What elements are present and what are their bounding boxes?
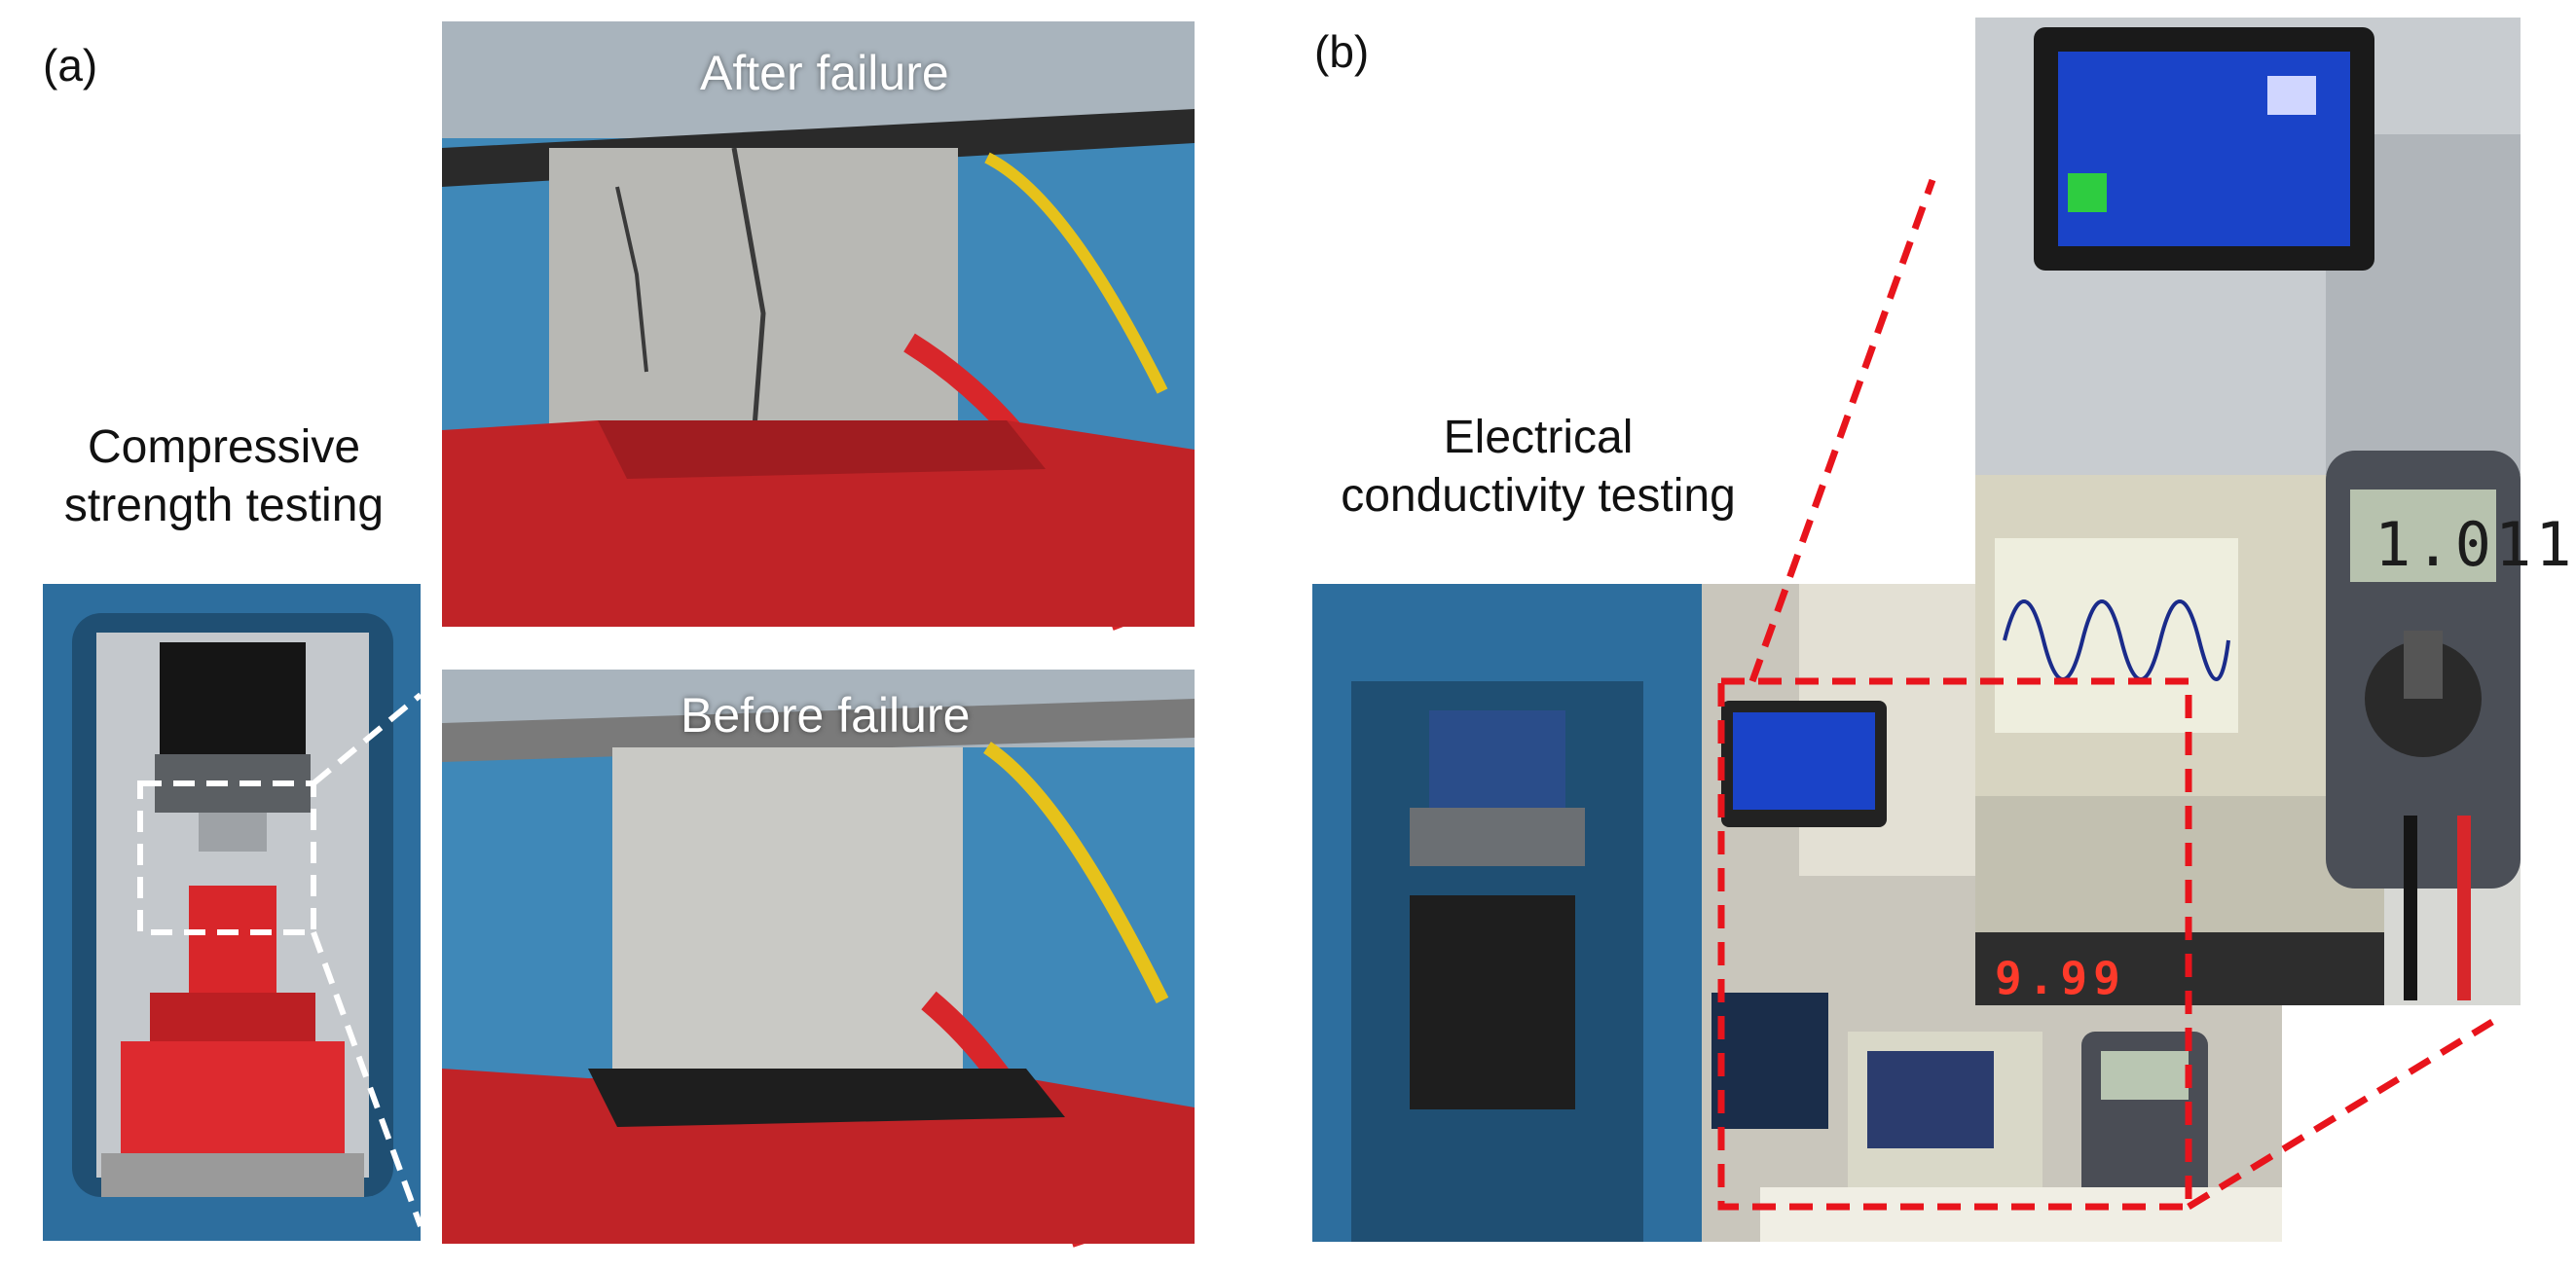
panel-a-label: (a) [43,40,98,91]
before-failure-label: Before failure [681,688,971,743]
instrument-closeup-photo: 1.011 9.99 [1975,18,2572,1005]
compression-machine-photo [43,584,421,1241]
after-failure-label: After failure [700,46,949,100]
panel-a-caption: Compressive strength testing [19,418,428,535]
panel-b-caption-line2: conductivity testing [1341,470,1736,522]
before-failure-photo: Before failure [442,670,1195,1248]
panel-a-caption-line1: Compressive [87,421,361,473]
generator-readout: 9.99 [1995,952,2126,1004]
multimeter-readout: 1.011 [2374,509,2576,580]
panel-a-caption-line2: strength testing [63,480,385,531]
panel-b-label: (b) [1314,26,1370,77]
panel-b-caption: Electrical conductivity testing [1305,409,1772,526]
after-failure-photo: After failure [442,21,1195,631]
panel-b-caption-line1: Electrical [1443,412,1634,463]
